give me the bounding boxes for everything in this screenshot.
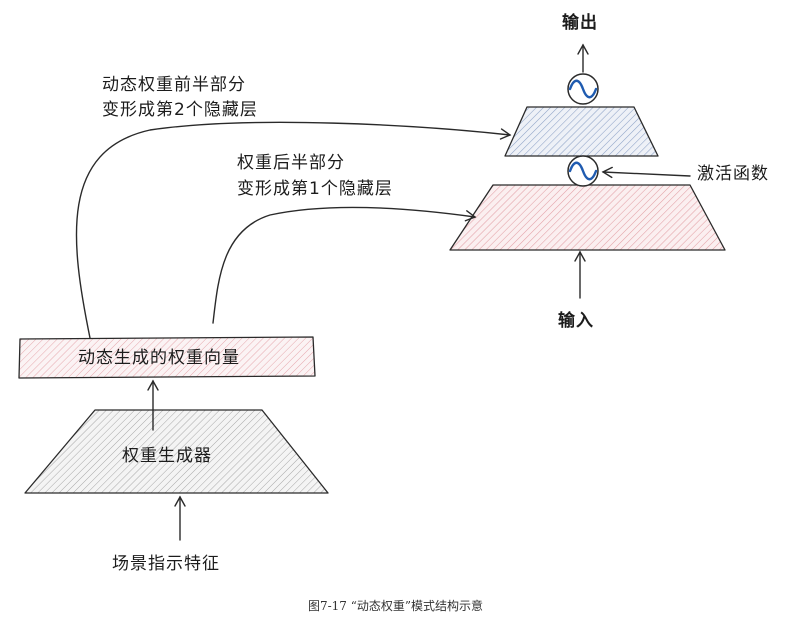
- activation-icon-middle: [567, 155, 599, 187]
- weight-generator-block: [24, 409, 329, 494]
- back-half-label-line1: 权重后半部分: [237, 153, 345, 173]
- front-half-label-line2: 变形成第2个隐藏层: [102, 100, 258, 120]
- activation-icon-top: [567, 73, 599, 105]
- activation-label: 激活函数: [697, 164, 769, 184]
- dynamic-weight-vector-bar: [18, 336, 316, 379]
- dynamic-vector-label: 动态生成的权重向量: [78, 348, 240, 368]
- back-half-arrow: [212, 206, 477, 324]
- output-label: 输出: [562, 12, 598, 33]
- input-label: 输入: [558, 310, 594, 331]
- back-half-label-line2: 变形成第1个隐藏层: [237, 179, 393, 199]
- hidden-layer-1: [449, 184, 726, 251]
- front-half-label-line1: 动态权重前半部分: [102, 75, 246, 95]
- front-half-arrow: [75, 121, 512, 339]
- activation-arrow: [601, 166, 691, 179]
- generator-label: 权重生成器: [122, 446, 212, 466]
- scene-feature-label: 场景指示特征: [112, 554, 220, 574]
- figure-caption: 图7-17 “动态权重”模式结构示意: [307, 599, 484, 613]
- hidden-layer-2: [504, 106, 659, 157]
